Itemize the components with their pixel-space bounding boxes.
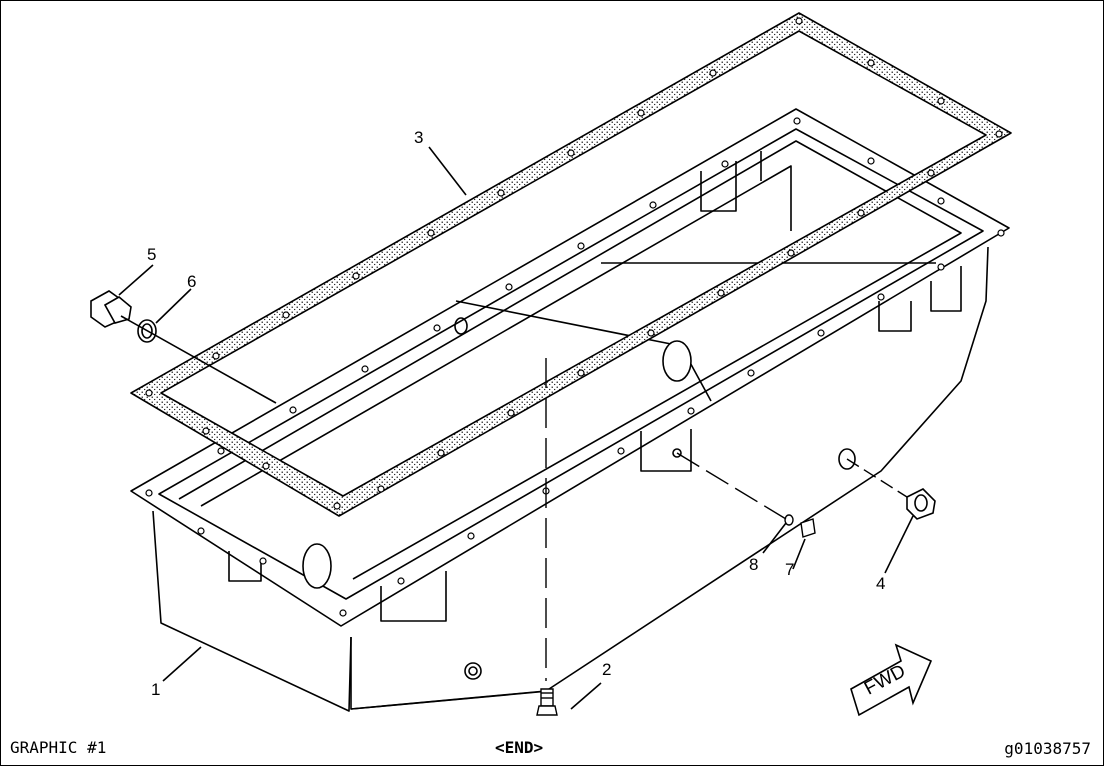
fwd-arrow [850, 643, 933, 717]
callout-7: 7 [785, 560, 795, 579]
callout-1: 1 [151, 680, 161, 699]
callout-2: 2 [602, 660, 612, 679]
callout-4: 4 [876, 574, 886, 593]
callout-8: 8 [749, 555, 759, 574]
graphic-label: GRAPHIC #1 [10, 738, 107, 757]
leader-lines [118, 146, 914, 710]
plug-and-seal [90, 290, 157, 343]
callout-5: 5 [147, 245, 157, 264]
gasket [130, 12, 1012, 517]
figure-id: g01038757 [1004, 739, 1091, 758]
drain-bolt [536, 688, 558, 716]
end-marker: <END> [495, 738, 544, 757]
side-plug [906, 488, 936, 520]
bolt-and-washer [784, 514, 816, 538]
callout-6: 6 [187, 272, 197, 291]
callout-3: 3 [414, 128, 424, 147]
